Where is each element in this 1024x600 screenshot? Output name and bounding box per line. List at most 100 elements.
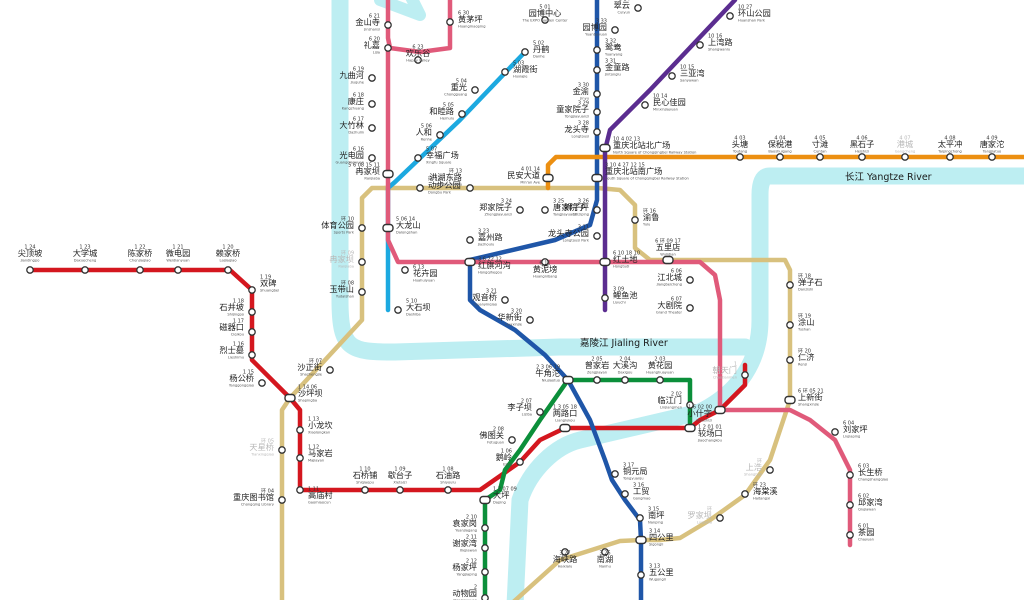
- station-marker[interactable]: [258, 379, 266, 387]
- station-marker[interactable]: [516, 206, 524, 214]
- station-marker[interactable]: [593, 66, 601, 74]
- station-marker[interactable]: [521, 48, 529, 56]
- station-marker[interactable]: [946, 153, 954, 161]
- station-marker[interactable]: [248, 286, 256, 294]
- station-marker[interactable]: [635, 535, 647, 545]
- station-marker[interactable]: [599, 257, 611, 267]
- station-marker[interactable]: [766, 466, 774, 474]
- station-marker[interactable]: [611, 470, 619, 478]
- station-marker[interactable]: [296, 426, 304, 434]
- station-marker[interactable]: [278, 446, 286, 454]
- station-marker[interactable]: [686, 401, 694, 409]
- station-marker[interactable]: [396, 486, 404, 494]
- station-marker[interactable]: [248, 351, 256, 359]
- station-marker[interactable]: [641, 101, 649, 109]
- station-marker[interactable]: [481, 544, 489, 552]
- station-marker[interactable]: [414, 56, 422, 64]
- station-marker[interactable]: [542, 173, 554, 183]
- station-marker[interactable]: [81, 266, 89, 274]
- station-marker[interactable]: [458, 110, 466, 118]
- station-marker[interactable]: [599, 143, 611, 153]
- station-marker[interactable]: [593, 376, 601, 384]
- station-marker[interactable]: [508, 436, 516, 444]
- station-marker[interactable]: [816, 153, 824, 161]
- station-marker[interactable]: [593, 206, 601, 214]
- station-marker[interactable]: [296, 486, 304, 494]
- station-marker[interactable]: [621, 490, 629, 498]
- station-marker[interactable]: [394, 306, 402, 314]
- station-marker[interactable]: [591, 173, 603, 183]
- station-marker[interactable]: [464, 257, 476, 267]
- station-marker[interactable]: [471, 86, 479, 94]
- station-marker[interactable]: [384, 44, 392, 52]
- station-marker[interactable]: [444, 486, 452, 494]
- station-marker[interactable]: [326, 366, 334, 374]
- station-marker[interactable]: [637, 571, 645, 579]
- station-marker[interactable]: [593, 232, 601, 240]
- station-marker[interactable]: [368, 154, 376, 162]
- station-marker[interactable]: [696, 41, 704, 49]
- station-marker[interactable]: [686, 304, 694, 312]
- station-marker[interactable]: [368, 100, 376, 108]
- station-marker[interactable]: [901, 153, 909, 161]
- station-marker[interactable]: [541, 16, 549, 24]
- station-marker[interactable]: [436, 131, 444, 139]
- station-marker[interactable]: [593, 108, 601, 116]
- station-marker[interactable]: [858, 153, 866, 161]
- station-marker[interactable]: [536, 408, 544, 416]
- station-marker[interactable]: [776, 153, 784, 161]
- station-marker[interactable]: [846, 471, 854, 479]
- station-marker[interactable]: [656, 376, 664, 384]
- station-marker[interactable]: [248, 308, 256, 316]
- station-marker[interactable]: [561, 548, 569, 556]
- station-marker[interactable]: [784, 395, 796, 405]
- station-marker[interactable]: [736, 153, 744, 161]
- station-marker[interactable]: [684, 423, 696, 433]
- station-marker[interactable]: [559, 423, 571, 433]
- station-marker[interactable]: [988, 153, 996, 161]
- station-marker[interactable]: [716, 514, 724, 522]
- station-marker[interactable]: [368, 124, 376, 132]
- station-marker[interactable]: [401, 266, 409, 274]
- station-marker[interactable]: [562, 375, 574, 385]
- station-marker[interactable]: [846, 531, 854, 539]
- station-marker[interactable]: [358, 224, 366, 232]
- station-marker[interactable]: [368, 74, 376, 82]
- station-marker[interactable]: [466, 236, 474, 244]
- station-marker[interactable]: [414, 154, 422, 162]
- station-marker[interactable]: [741, 490, 749, 498]
- station-marker[interactable]: [741, 371, 749, 379]
- station-marker[interactable]: [846, 501, 854, 509]
- station-marker[interactable]: [621, 376, 629, 384]
- station-marker[interactable]: [786, 321, 794, 329]
- station-marker[interactable]: [224, 266, 232, 274]
- station-marker[interactable]: [416, 184, 424, 192]
- station-marker[interactable]: [358, 258, 366, 266]
- station-marker[interactable]: [481, 594, 489, 600]
- station-marker[interactable]: [668, 72, 676, 80]
- station-marker[interactable]: [284, 393, 296, 403]
- station-marker[interactable]: [446, 18, 454, 26]
- station-marker[interactable]: [541, 206, 549, 214]
- station-marker[interactable]: [786, 281, 794, 289]
- station-marker[interactable]: [601, 294, 609, 302]
- station-marker[interactable]: [358, 288, 366, 296]
- station-marker[interactable]: [831, 428, 839, 436]
- station-marker[interactable]: [786, 356, 794, 364]
- station-marker[interactable]: [481, 524, 489, 532]
- station-marker[interactable]: [593, 46, 601, 54]
- station-marker[interactable]: [636, 514, 644, 522]
- station-marker[interactable]: [481, 568, 489, 576]
- station-marker[interactable]: [501, 68, 509, 76]
- station-marker[interactable]: [248, 328, 256, 336]
- station-marker[interactable]: [296, 454, 304, 462]
- station-marker[interactable]: [601, 548, 609, 556]
- station-marker[interactable]: [662, 255, 674, 265]
- station-marker[interactable]: [361, 486, 369, 494]
- station-marker[interactable]: [593, 90, 601, 98]
- station-marker[interactable]: [516, 458, 524, 466]
- station-marker[interactable]: [466, 184, 474, 192]
- station-marker[interactable]: [479, 495, 491, 505]
- station-marker[interactable]: [714, 405, 726, 415]
- station-marker[interactable]: [501, 296, 509, 304]
